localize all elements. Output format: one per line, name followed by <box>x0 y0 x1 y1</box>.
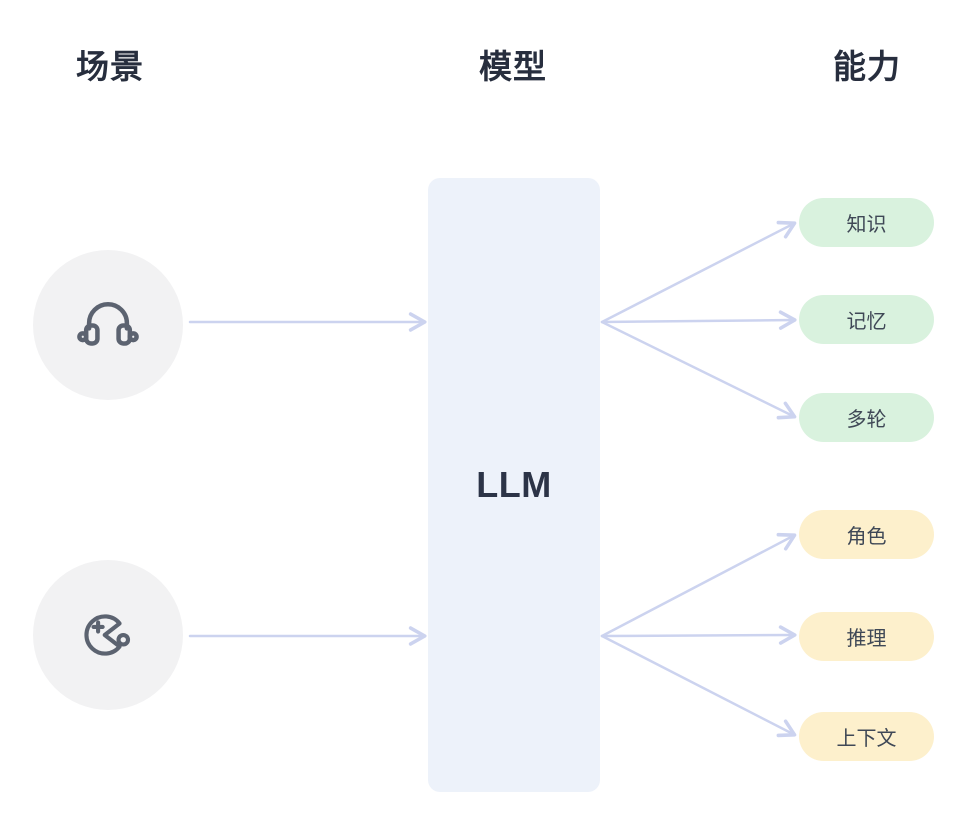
arrow-llm-to-memory <box>600 310 797 330</box>
capability-pill-memory: 记忆 <box>799 295 934 344</box>
game-icon <box>75 602 141 668</box>
headphones-icon <box>72 289 144 361</box>
llm-label: LLM <box>476 464 552 505</box>
capability-pill-reasoning: 推理 <box>799 612 934 661</box>
capability-pill-role: 角色 <box>799 510 934 559</box>
column-header-capability: 能力 <box>833 48 901 85</box>
scenario-node-game <box>33 560 183 710</box>
scenario-node-support <box>33 250 183 400</box>
arrow-llm-to-knowledge <box>600 220 797 324</box>
column-header-model: 模型 <box>479 48 547 85</box>
arrow-llm-to-context <box>600 634 797 738</box>
arrow-llm-to-reasoning <box>600 625 797 645</box>
llm-model-box: LLM <box>428 178 600 792</box>
capability-pill-knowledge: 知识 <box>799 198 934 247</box>
capability-pill-multiturn: 多轮 <box>799 393 934 442</box>
arrow-llm-to-multiturn <box>600 320 797 420</box>
capability-pill-context: 上下文 <box>799 712 934 761</box>
column-header-scenario: 场景 <box>76 48 144 85</box>
arrow-llm-to-role <box>600 532 797 638</box>
